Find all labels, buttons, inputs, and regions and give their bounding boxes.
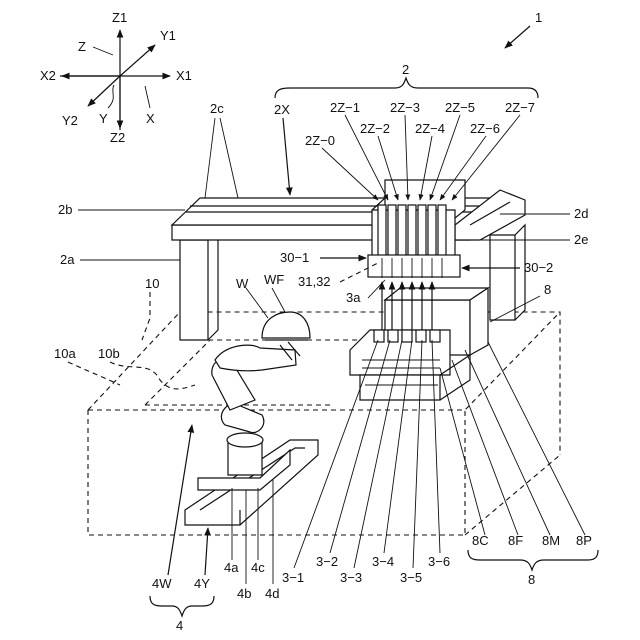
label-10a: 10a (54, 346, 76, 361)
label-30-2: 30−2 (524, 260, 553, 275)
label-3-6: 3−6 (428, 554, 450, 569)
reference-labels: 2 2X 2Z−1 2Z−3 2Z−5 2Z−7 2Z−0 2Z−2 2Z−4 … (54, 62, 592, 633)
label-4b: 4b (237, 586, 251, 601)
cell-base (88, 312, 560, 535)
label-2z-4: 2Z−4 (415, 121, 445, 136)
label-2z-3: 2Z−3 (390, 100, 420, 115)
tool-station-slots (374, 330, 440, 342)
label-10: 10 (145, 276, 159, 291)
tool-station (350, 288, 488, 400)
label-3-2: 3−2 (316, 554, 338, 569)
label-2z-5: 2Z−5 (445, 100, 475, 115)
label-2z-1: 2Z−1 (330, 100, 360, 115)
axis-label-z2: Z2 (110, 130, 125, 145)
label-8c: 8C (472, 533, 489, 548)
label-2z-0: 2Z−0 (305, 133, 335, 148)
label-w: W (236, 276, 249, 291)
tool-slots (378, 205, 446, 257)
label-4d: 4d (265, 586, 279, 601)
axis-label-x: X (146, 111, 155, 126)
coordinate-axes: Z1 Z Y1 X2 X1 Y2 Y X Z2 (40, 10, 192, 145)
label-2z-2: 2Z−2 (360, 121, 390, 136)
label-10b: 10b (98, 346, 120, 361)
label-4c: 4c (251, 560, 265, 575)
tool-head (368, 180, 465, 278)
label-8: 8 (528, 572, 535, 587)
label-31-32: 31,32 (298, 274, 331, 289)
label-2z-7: 2Z−7 (505, 100, 535, 115)
label-2c: 2c (210, 101, 224, 116)
label-2d: 2d (574, 206, 588, 221)
label-2z-6: 2Z−6 (470, 121, 500, 136)
axis-label-y1: Y1 (160, 28, 176, 43)
label-4: 4 (176, 618, 183, 633)
label-8m: 8M (542, 533, 560, 548)
label-4y: 4Y (194, 576, 210, 591)
label-4w: 4W (152, 576, 172, 591)
axis-label-z: Z (78, 39, 86, 54)
axis-label-y: Y (99, 111, 108, 126)
axis-label-z1: Z1 (112, 10, 127, 25)
label-2e: 2e (574, 232, 588, 247)
label-8f: 8F (508, 533, 523, 548)
label-3-5: 3−5 (400, 570, 422, 585)
label-wf: WF (264, 272, 284, 287)
axis-label-x1: X1 (176, 68, 192, 83)
label-3-1: 3−1 (282, 570, 304, 585)
label-2b: 2b (58, 202, 72, 217)
label-4a: 4a (224, 560, 239, 575)
label-ref-1: 1 (535, 10, 542, 25)
label-30-1: 30−1 (280, 250, 309, 265)
robot (185, 312, 318, 525)
ref-main: 1 (505, 10, 542, 48)
label-2a: 2a (60, 252, 75, 267)
label-2x: 2X (274, 102, 290, 117)
axis-label-y2: Y2 (62, 113, 78, 128)
label-3-3: 3−3 (340, 570, 362, 585)
label-8-top: 8 (544, 282, 551, 297)
label-2: 2 (402, 62, 409, 77)
label-3a: 3a (346, 290, 361, 305)
label-3-4: 3−4 (372, 554, 394, 569)
axis-label-x2: X2 (40, 68, 56, 83)
label-8p: 8P (576, 533, 592, 548)
